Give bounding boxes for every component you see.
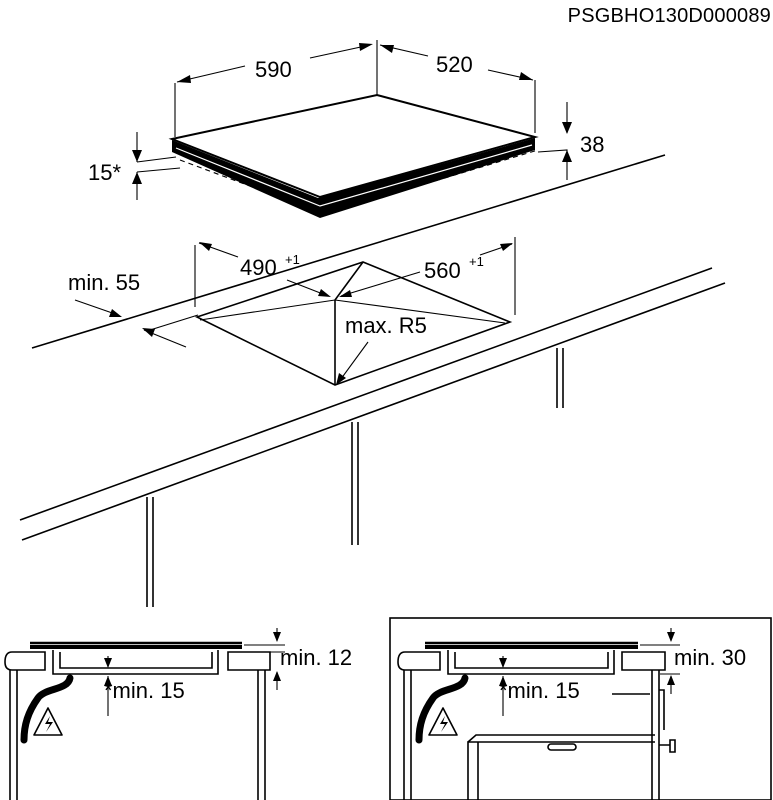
cutout-width-tolerance: +1 <box>285 252 300 267</box>
detail-right <box>389 617 772 800</box>
detail-left <box>4 628 285 800</box>
cutout-radius-label: max. R5 <box>345 313 427 338</box>
document-code: PSGBHO130D000089 <box>568 5 771 27</box>
worktop <box>19 154 726 607</box>
electric-hazard-icon <box>428 707 458 736</box>
hob-dimensions <box>132 40 572 200</box>
left-top-clearance-label: min. 12 <box>280 645 352 670</box>
cutout-dimensions <box>74 237 516 385</box>
cutout-depth-label: 560 <box>424 258 461 283</box>
hob-depth-label: 520 <box>436 52 473 77</box>
left-bottom-clearance-label: *min. 15 <box>104 678 185 703</box>
electric-hazard-icon <box>33 707 63 736</box>
right-bottom-clearance-label: *min. 15 <box>499 678 580 703</box>
right-top-clearance-label: min. 30 <box>674 645 746 670</box>
hob-width-label: 590 <box>255 57 292 82</box>
cutout-depth-tolerance: +1 <box>469 254 484 269</box>
cutout <box>194 261 513 386</box>
hob-flush-label: 15* <box>88 160 121 185</box>
hob-drawing <box>168 93 539 218</box>
front-margin-label: min. 55 <box>68 270 140 295</box>
cutout-width-label: 490 <box>240 255 277 280</box>
hob-height-label: 38 <box>580 132 604 157</box>
